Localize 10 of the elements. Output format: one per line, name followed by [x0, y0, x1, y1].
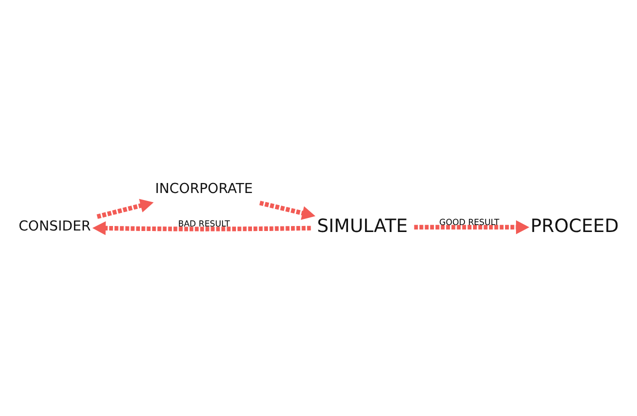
arrow	[92, 220, 311, 235]
arrow	[259, 200, 316, 220]
edge-label: GOOD RESULT	[439, 216, 500, 226]
node-text: CONSIDER	[18, 218, 91, 234]
node-text: PROCEED	[530, 215, 619, 236]
edge-label: BAD RESULT	[178, 218, 230, 228]
arrow	[414, 220, 530, 234]
node-text: SIMULATE	[317, 215, 408, 236]
node-text: INCORPORATE	[155, 180, 253, 197]
arrow	[96, 198, 154, 218]
